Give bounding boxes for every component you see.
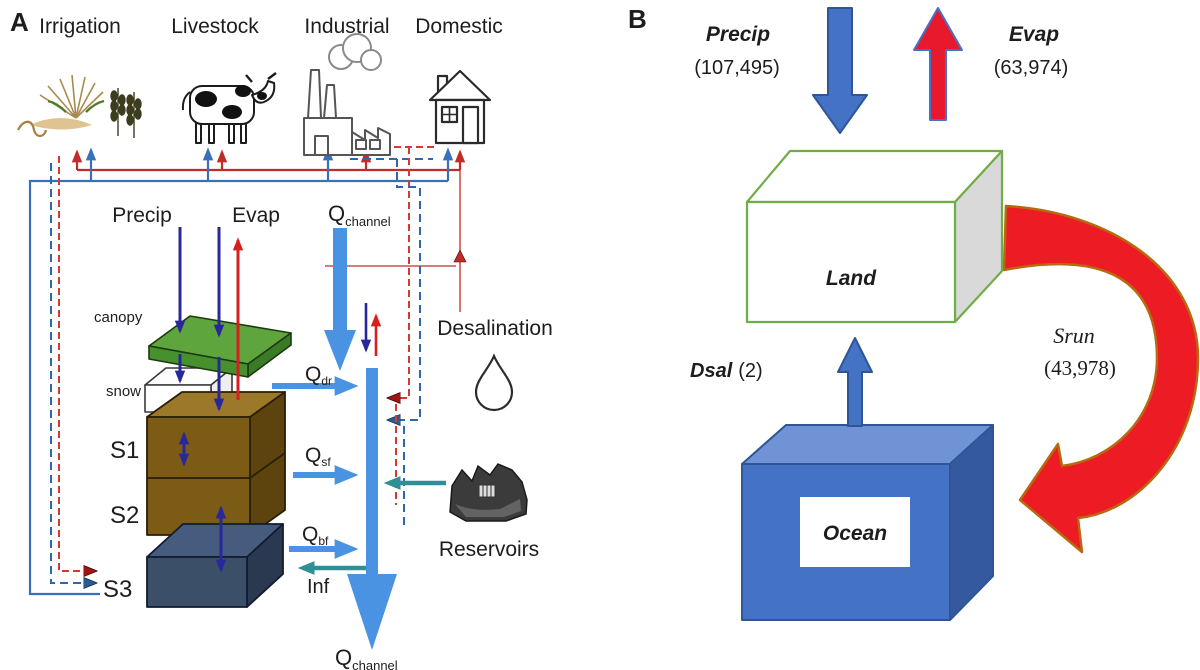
water-drop-icon — [474, 353, 514, 412]
dsal-label: Dsal(2) — [690, 360, 763, 382]
evap-b-value: (63,974) — [994, 57, 1069, 79]
evap-block-arrow — [913, 7, 963, 121]
cow-icon — [181, 72, 277, 144]
vertical-flux-arrows — [174, 227, 382, 573]
land-label: Land — [826, 267, 877, 290]
sector-label-livestock: Livestock — [171, 15, 259, 38]
land-box — [745, 149, 1004, 324]
soil-box-s1-s2 — [146, 391, 286, 536]
red-dashed-left-line — [58, 156, 96, 571]
reservoirs-label: Reservoirs — [439, 538, 539, 561]
qchannel-top-label: Qchannel — [328, 201, 391, 229]
qchannel-outflow-head — [347, 574, 397, 650]
wheat-ears — [110, 88, 142, 138]
crop-sprinkler-icon — [17, 74, 142, 138]
canopy-label: canopy — [94, 309, 143, 326]
ocean-label: Ocean — [823, 522, 887, 545]
srun-curved-arrow — [1002, 204, 1200, 554]
sector-label-irrigation: Irrigation — [39, 15, 121, 38]
panel-b-label: B — [628, 4, 647, 34]
qdr-label: Qdr — [305, 363, 332, 388]
groundwater-box-s3 — [146, 523, 284, 608]
s3-label: S3 — [103, 576, 132, 603]
blue-dashed-to-channel — [388, 159, 421, 420]
dashed-return-lines — [50, 146, 438, 583]
factory-icon — [303, 33, 391, 156]
qbf-label: Qbf — [302, 523, 329, 548]
blue-dashed-left-line — [50, 163, 96, 583]
srun-label: Srun — [1053, 323, 1095, 348]
dsal-block-arrow — [837, 337, 873, 427]
evap-b-label: Evap — [1009, 23, 1059, 46]
panel-a: A Irrigation Livestock Industrial Domest… — [10, 7, 553, 670]
precip-b-value: (107,495) — [694, 57, 780, 79]
panel-a-label: A — [10, 7, 29, 37]
desalination-up-arrowhead — [453, 249, 467, 263]
channel-network — [272, 228, 446, 650]
red-dashed-to-channel — [388, 147, 410, 398]
ocean-box — [741, 424, 994, 621]
sector-label-industrial: Industrial — [304, 15, 389, 38]
qchannel-bottom-label: Qchannel — [335, 645, 398, 670]
evap-label: Evap — [232, 204, 280, 227]
desalination-label: Desalination — [437, 317, 553, 340]
snow-label: snow — [106, 383, 141, 400]
sector-label-domestic: Domestic — [415, 15, 503, 38]
srun-value: (43,978) — [1044, 356, 1116, 380]
s2-label: S2 — [110, 502, 139, 529]
qsf-label: Qsf — [305, 444, 331, 469]
s1-label: S1 — [110, 437, 139, 464]
ocean-label-plate — [800, 497, 910, 567]
blue-supply-line — [28, 179, 448, 596]
reservoir-icon — [449, 463, 528, 522]
panel-b: B Precip (107,495) Evap (63,974) Land Ds… — [628, 4, 1200, 621]
precip-block-arrow — [812, 7, 868, 134]
cow-tail — [181, 91, 191, 111]
precip-b-label: Precip — [706, 23, 770, 46]
inf-label: Inf — [307, 576, 330, 598]
s1-s2-divider — [147, 452, 286, 479]
house-icon — [428, 69, 492, 145]
channel-bar — [366, 368, 378, 574]
qchannel-inflow-shaft — [333, 228, 347, 330]
precip-label: Precip — [112, 204, 172, 227]
qchannel-inflow-head — [324, 330, 356, 371]
